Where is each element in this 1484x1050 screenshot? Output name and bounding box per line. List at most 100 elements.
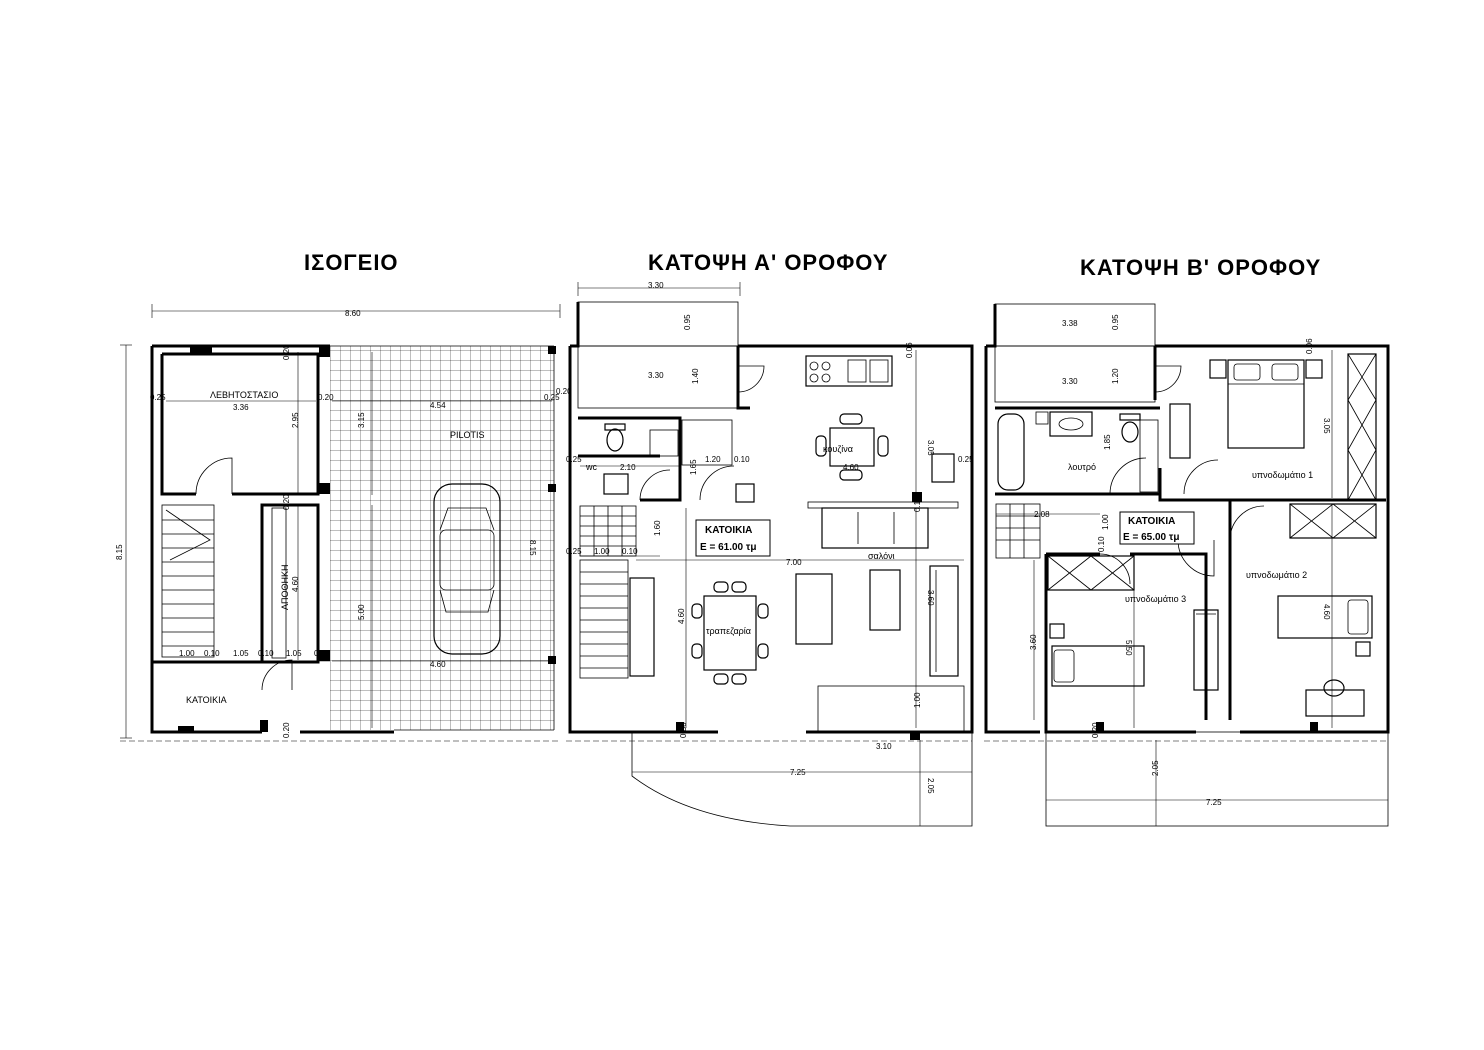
second-dim-inner: 3.30 (1062, 377, 1078, 386)
ground-dim-total-width: 8.60 (345, 309, 361, 318)
second-dim-360: 3.60 (1029, 634, 1038, 650)
second-dim-460: 4.60 (1322, 604, 1331, 620)
ground-dim-315: 3.15 (357, 412, 366, 428)
dining-table (691, 581, 769, 685)
first-dim-010a: 0.10 (734, 455, 750, 464)
wc-label: wc (585, 462, 597, 472)
ground-floor-plan: 8.60 8.15 (115, 304, 572, 742)
first-dim-210: 2.10 (620, 463, 636, 472)
bedroom-3-furniture (1044, 552, 1219, 720)
dining-label: τραπεζαρία (706, 626, 751, 636)
first-dim-360: 3.60 (926, 590, 935, 606)
ground-dim-020d: 0.20 (556, 387, 572, 396)
kitchen-table (815, 413, 889, 481)
pilotis-label: PILOTIS (450, 430, 485, 440)
ground-dim-b100: 1.00 (179, 649, 195, 658)
ground-dim-020b: 0.20 (318, 393, 334, 402)
first-floor-plan: 3.30 (566, 281, 974, 827)
first-dim-310: 3.10 (876, 742, 892, 751)
first-dim-010b: 0.10 (622, 547, 638, 556)
second-dim-185: 1.85 (1103, 434, 1112, 450)
bathroom-fixtures (995, 406, 1160, 496)
second-dim-top: 3.38 (1062, 319, 1078, 328)
second-floor-plan: λουτρό υπνοδωμάτιο 1 υπνοδωμάτιο 2 υπνοδ… (984, 303, 1390, 827)
first-dim-160: 1.60 (653, 520, 662, 536)
first-stairs (579, 505, 655, 679)
ground-dim-height: 8.15 (115, 544, 124, 560)
boiler-room-label: ΛΕΒΗΤΟΣΤΑΣΙΟ (210, 390, 278, 400)
first-area-box (695, 519, 771, 557)
first-dim-100: 1.00 (594, 547, 610, 556)
car-symbol (433, 483, 501, 655)
ground-dim-b105a: 1.05 (233, 649, 249, 658)
first-dim-725: 7.25 (790, 768, 806, 777)
ground-dim-815b: 8.15 (528, 540, 537, 556)
bedroom-1-furniture (1158, 353, 1377, 502)
ground-dim-bottom-width: 4.60 (430, 660, 446, 669)
first-dim-025c: 0.25 (566, 547, 582, 556)
ground-dim-025b: 0.25 (544, 393, 560, 402)
bedroom-2-furniture (1228, 498, 1386, 720)
second-area-label: Ε = 65.00 τμ (1123, 532, 1179, 543)
second-area-box (1119, 511, 1195, 545)
first-dim-460: 4.60 (677, 608, 686, 624)
ground-dim-boiler-width: 3.36 (233, 403, 249, 412)
ground-stairs (161, 504, 215, 658)
first-dim-025b: 0.25 (958, 455, 974, 464)
second-dim-305: 3.05 (1322, 418, 1331, 434)
ground-dim-b010b: 0.10 (258, 649, 274, 658)
first-dim-460k: 4.60 (843, 463, 859, 472)
first-area-label: Ε = 61.00 τμ (700, 542, 756, 553)
kitchen-counter (805, 355, 893, 387)
second-dim-020: 0.20 (1091, 722, 1100, 738)
second-dim-725: 7.25 (1206, 798, 1222, 807)
ground-dim-pilotis-width: 4.54 (430, 401, 446, 410)
bedroom-1-label: υπνοδωμάτιο 1 (1252, 470, 1313, 480)
first-dim-025a: 0.25 (566, 455, 582, 464)
ground-dim-020a: 0.20 (282, 344, 291, 360)
second-dim-010: 0.10 (1097, 536, 1106, 552)
ground-dim-295: 2.95 (291, 412, 300, 428)
ground-dim-020c: 0.20 (282, 494, 291, 510)
first-dim-205: 2.05 (926, 778, 935, 794)
first-dim-036: 0.36 (679, 722, 688, 738)
second-dim-100: 1.00 (1101, 514, 1110, 530)
first-dim-top: 3.30 (648, 281, 664, 290)
first-dim-inner: 3.30 (648, 371, 664, 380)
second-dim-095: 0.95 (1111, 314, 1120, 330)
first-floor-title: ΚΑΤΟΨΗ Α' ΟΡΟΦΟΥ (648, 250, 889, 275)
second-floor-title: ΚΑΤΟΨΗ Β' ΟΡΟΦΟΥ (1080, 255, 1322, 280)
bedroom-3-label: υπνοδωμάτιο 3 (1125, 594, 1186, 604)
first-dim-100b: 1.00 (913, 692, 922, 708)
living-room-furniture (795, 507, 959, 677)
pilotis-floor-grid (330, 346, 554, 730)
ground-floor-title: ΙΣΟΓΕΙΟ (304, 250, 399, 275)
second-dim-006: 0.06 (1305, 338, 1314, 354)
ground-dim-025a: 0.25 (150, 393, 166, 402)
second-stairs (995, 503, 1041, 559)
first-dim-305: 3.05 (926, 440, 935, 456)
first-residence-label: ΚΑΤΟΙΚΙΑ (705, 525, 752, 536)
first-dim-006: 0.06 (905, 342, 914, 358)
first-dim-140: 1.40 (691, 368, 700, 384)
second-residence-label: ΚΑΤΟΙΚΙΑ (1128, 516, 1175, 527)
second-dim-550: 5.50 (1124, 640, 1133, 656)
ground-dim-b020: 0.20 (314, 649, 330, 658)
storage-label: ΑΠΟΘΗΚΗ (280, 564, 290, 610)
first-dim-120: 1.20 (705, 455, 721, 464)
bathroom-label: λουτρό (1068, 462, 1096, 472)
first-dim-095: 0.95 (683, 314, 692, 330)
ground-dim-500: 5.00 (357, 604, 366, 620)
first-dim-010c: 0.10 (913, 496, 922, 512)
living-room-label: σαλόνι (868, 551, 895, 561)
ground-residence-label: ΚΑΤΟΙΚΙΑ (186, 695, 227, 705)
first-dim-700: 7.00 (786, 558, 802, 567)
first-dim-165: 1.65 (689, 459, 698, 475)
second-dim-208: 2.08 (1034, 510, 1050, 519)
kitchen-label: κουζίνα (823, 444, 853, 454)
ground-dim-020e: 0.20 (282, 722, 291, 738)
ground-dim-b105b: 1.05 (286, 649, 302, 658)
second-dim-120: 1.20 (1111, 368, 1120, 384)
second-dim-205: 2.05 (1151, 760, 1160, 776)
